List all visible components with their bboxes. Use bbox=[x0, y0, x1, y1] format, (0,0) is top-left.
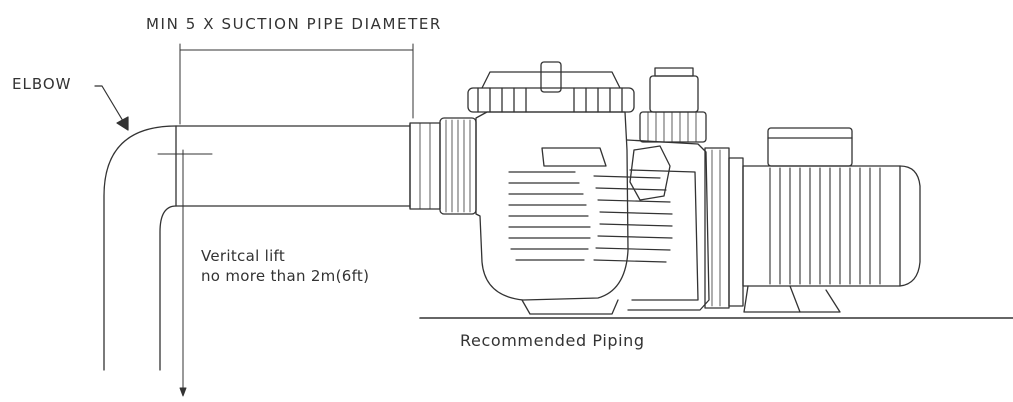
elbow-arrow bbox=[94, 85, 129, 131]
pump-volute bbox=[593, 139, 710, 311]
vertical-lift-line1: Veritcal lift bbox=[201, 247, 286, 265]
elbow-pipe bbox=[103, 125, 213, 371]
pump-union bbox=[439, 117, 477, 215]
suction-pipe bbox=[175, 122, 441, 210]
seal-plate bbox=[704, 147, 744, 309]
vertical-lift-line2: no more than 2m(6ft) bbox=[201, 267, 370, 285]
strainer-pot bbox=[475, 111, 629, 315]
discharge-union bbox=[639, 67, 707, 143]
motor bbox=[742, 127, 921, 287]
strainer-lid bbox=[467, 61, 635, 113]
elbow-label: ELBOW bbox=[12, 75, 72, 93]
vertical-lift-label: Veritcal lift no more than 2m(6ft) bbox=[201, 246, 369, 286]
diagram-caption: Recommended Piping bbox=[460, 331, 645, 350]
dimension-line bbox=[179, 43, 414, 125]
vertical-lift-line bbox=[179, 149, 187, 397]
motor-foot bbox=[743, 285, 841, 313]
dimension-label: MIN 5 X SUCTION PIPE DIAMETER bbox=[146, 15, 442, 33]
